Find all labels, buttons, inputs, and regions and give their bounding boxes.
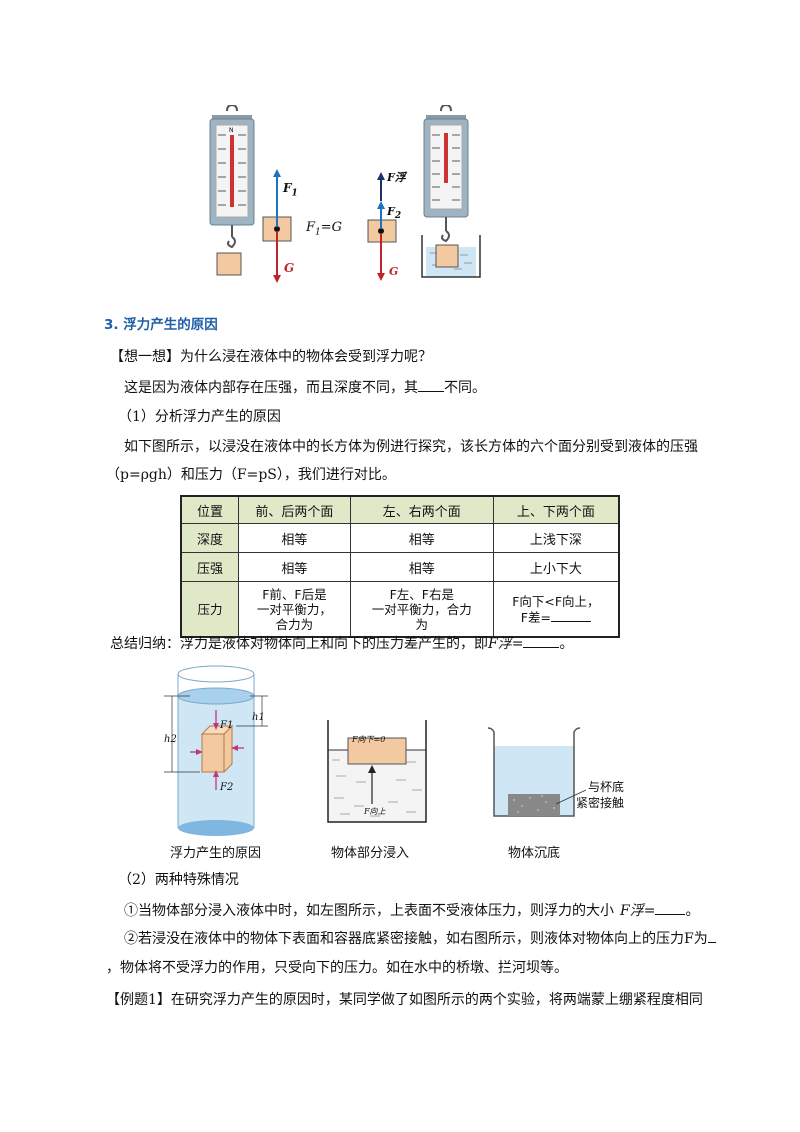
table-cell: 相等 xyxy=(349,552,494,582)
table-cell: 上浅下深 xyxy=(492,523,620,553)
partial-immersion-figure xyxy=(327,720,427,823)
table-header-cell: 位置 xyxy=(180,495,239,524)
spring-scale-figure: N xyxy=(209,105,481,283)
paragraph-line-2: 如下图所示，以浸没在液体中的长方体为例进行探究，该长方体的六个面分别受到液体的压… xyxy=(124,439,698,455)
table-header-row: 位置 前、后两个面 左、右两个面 上、下两个面 xyxy=(180,495,620,524)
table-cell: 相等 xyxy=(238,552,351,582)
table-header-cell: 前、后两个面 xyxy=(238,495,351,524)
table-header-cell: 左、右两个面 xyxy=(349,495,494,524)
table-cell: 压力 xyxy=(180,581,239,638)
note-bottom-contact-2: 紧密接触 xyxy=(576,796,625,810)
case-2-continued: ，物体将不受浮力的作用，只受向下的压力。如在水中的桥墩、拦河坝等。 xyxy=(106,960,568,976)
label-f1-cyl: F1 xyxy=(220,720,234,731)
spring-scale-right xyxy=(421,105,481,278)
svg-text:N: N xyxy=(229,127,234,134)
label-f2-cyl: F2 xyxy=(220,782,234,793)
label-fup: F向上 xyxy=(364,807,386,816)
label-f2: F2 xyxy=(387,205,402,222)
section-heading: 3. 浮力产生的原因 xyxy=(104,317,218,333)
label-h2: h2 xyxy=(164,734,177,745)
label-fdown: F向下=0 xyxy=(352,735,386,744)
case-2: ②若浸没在液体中的物体下表面和容器底紧密接触，如右图所示，则液体对物体向上的压力… xyxy=(124,928,716,949)
table-cell: 相等 xyxy=(238,523,351,553)
spring-scale-left: N xyxy=(209,105,255,276)
sunk-object-figure xyxy=(487,727,587,817)
force-diagram-left xyxy=(262,169,292,283)
table-cell: F向下<F向上， F差= xyxy=(492,581,620,638)
label-h1: h1 xyxy=(252,712,265,723)
table-row: 压强 相等 相等 上小下大 xyxy=(180,552,620,582)
equation-f1-g: F1=G xyxy=(306,220,343,238)
table-cell: 相等 xyxy=(349,523,494,553)
pressure-line: 这是因为液体内部存在压强，而且深度不同，其不同。 xyxy=(124,377,486,398)
label-ffu: F浮 xyxy=(387,171,406,184)
note-bottom-contact-1: 与杯底 xyxy=(588,780,625,794)
example-1: 【例题1】在研究浮力产生的原因时，某同学做了如图所示的两个实验，将两端蒙上绷紧程… xyxy=(106,992,703,1008)
table-cell: F前、F后是 一对平衡力， 合力为 xyxy=(238,581,351,638)
caption-fig2: 物体部分浸入 xyxy=(331,846,410,861)
pressure-comparison-table: 位置 前、后两个面 左、右两个面 上、下两个面 深度 相等 相等 上浅下深 压强… xyxy=(180,495,620,638)
table-cell: F左、F右是 一对平衡力，合力 为 xyxy=(349,581,494,638)
table-cell: 上小下大 xyxy=(492,552,620,582)
force-diagram-right xyxy=(367,172,397,281)
paragraph-line-3: （p=ρgh）和压力（F=pS），我们进行对比。 xyxy=(106,467,396,483)
think-question: 【想一想】为什么浸在液体中的物体会受到浮力呢？ xyxy=(110,349,432,365)
label-g-left: G xyxy=(284,261,295,275)
table-row: 深度 相等 相等 上浅下深 xyxy=(180,523,620,553)
table-row: 压力 F前、F后是 一对平衡力， 合力为 F左、F右是 一对平衡力，合力 为 F… xyxy=(180,581,620,638)
label-f1: F1 xyxy=(283,181,298,199)
subheading-2: （2）两种特殊情况 xyxy=(118,872,239,888)
cylinder-figure xyxy=(164,665,268,836)
table-header-cell: 上、下两个面 xyxy=(492,495,620,524)
table-cell: 压强 xyxy=(180,552,239,582)
table-cell: 深度 xyxy=(180,523,239,553)
caption-fig3: 物体沉底 xyxy=(508,846,561,861)
caption-fig1: 浮力产生的原因 xyxy=(170,846,262,861)
label-g-right: G xyxy=(389,265,399,278)
subheading-1: （1）分析浮力产生的原因 xyxy=(118,409,281,425)
summary-line: 总结归纳：浮力是液体对物体向上和向下的压力差产生的，即F浮=。 xyxy=(110,633,573,654)
